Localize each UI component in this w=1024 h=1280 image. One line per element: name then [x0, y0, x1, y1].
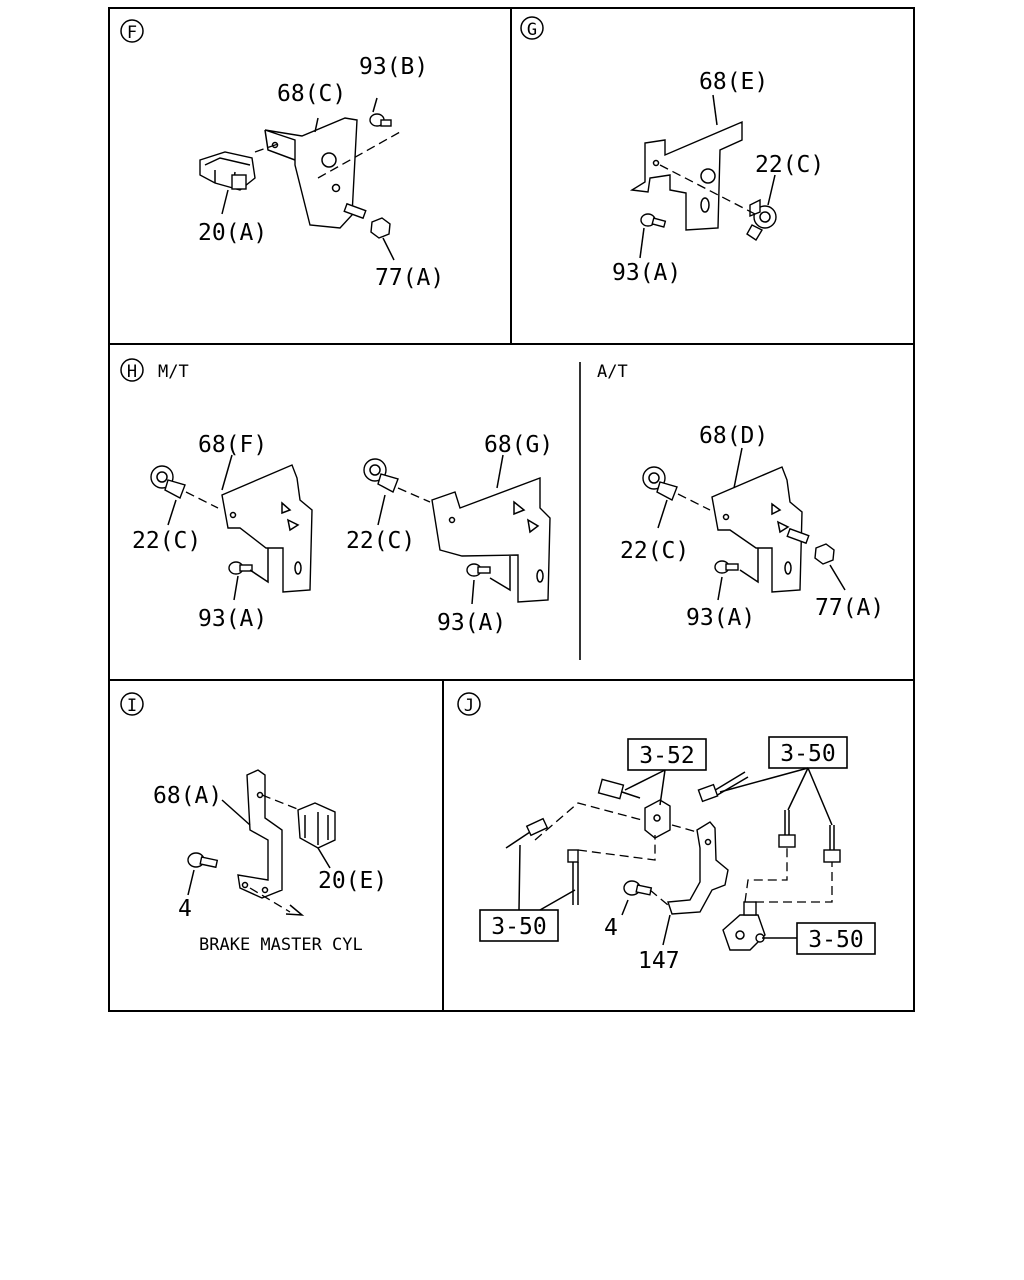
ref-box-top-left: 3-52	[639, 743, 694, 769]
bolt-93a-mt-right	[466, 563, 491, 577]
callout-bracket: 68(A)	[153, 783, 222, 809]
callout-bracket: 68(E)	[699, 69, 768, 95]
bolt-93b	[369, 113, 392, 127]
callout-bolt: 4	[604, 915, 618, 941]
bracket-68e	[629, 120, 743, 231]
panel-h-at-caption: A/T	[597, 362, 628, 382]
callout-bracket: 68(C)	[277, 81, 346, 107]
bracket-68d	[711, 466, 803, 593]
nut-77a-at	[786, 527, 835, 565]
proportioning-valve	[722, 901, 766, 951]
clamp-22c-mt-left	[150, 465, 186, 499]
panel-frames	[108, 7, 915, 1012]
panel-h-letter: H	[127, 362, 137, 382]
callout-bolt: 93(A)	[612, 260, 681, 286]
bolt-93a-at	[714, 560, 739, 574]
callout-bolt: 93(B)	[359, 54, 428, 80]
bracket-68c	[264, 117, 358, 229]
callout-clip: 20(A)	[198, 220, 267, 246]
ref-box-top-right: 3-50	[780, 741, 835, 767]
callout-bracket: 147	[638, 948, 680, 974]
callout-clip: 20(E)	[318, 868, 387, 894]
note-brake-master-cyl: BRAKE MASTER CYL	[199, 935, 363, 955]
callout-bracket: 68(F)	[198, 432, 267, 458]
panel-i-letter: I	[127, 696, 137, 716]
panel-f-letter: F	[127, 23, 137, 43]
bracket-68g	[431, 476, 551, 603]
callout-bolt: 93(A)	[437, 610, 506, 636]
clamp-22c	[746, 198, 777, 241]
connector-block	[644, 799, 671, 839]
bracket-147	[667, 821, 729, 915]
callout-clamp: 22(C)	[132, 528, 201, 554]
panel-j: J 3-52 3-50 3-50 3-50	[457, 692, 876, 974]
callout-bolt: 93(A)	[198, 606, 267, 632]
clamp-22c-mt-right	[363, 458, 399, 493]
callout-nut: 77(A)	[375, 265, 444, 291]
panel-j-letter: J	[464, 696, 474, 716]
nut-77a	[343, 202, 391, 239]
callout-clamp: 22(C)	[755, 152, 824, 178]
panel-g: G 68(E) 22(C) 93(A)	[520, 16, 824, 286]
callout-bolt: 93(A)	[686, 605, 755, 631]
ref-box-left: 3-50	[491, 914, 546, 940]
clip-20a	[199, 151, 256, 191]
ref-box-right: 3-50	[808, 927, 863, 953]
bracket-68f	[221, 464, 313, 593]
panel-f: F 68(C) 93(B)	[120, 19, 444, 291]
clip-20e	[297, 802, 336, 849]
bolt-93a-mt-left	[228, 561, 253, 575]
bolt-93a-g	[640, 213, 667, 228]
bolt-4-j	[623, 880, 653, 896]
clamp-22c-at	[642, 466, 678, 501]
bracket-68a	[237, 769, 283, 899]
callout-bracket: 68(D)	[699, 423, 768, 449]
callout-bolt: 4	[178, 896, 192, 922]
callout-clamp: 22(C)	[346, 528, 415, 554]
bolt-4-i	[187, 852, 219, 869]
panel-g-letter: G	[527, 20, 537, 40]
panel-h-mt-caption: M/T	[158, 362, 189, 382]
callout-nut: 77(A)	[815, 595, 884, 621]
brake-pipes	[505, 771, 841, 905]
callout-bracket: 68(G)	[484, 432, 553, 458]
panel-h: H M/T A/T 68(F) 22(C) 93(A)	[120, 358, 884, 636]
panel-i: I 68(A) 20(E) 4 BRAKE MASTER CYL	[120, 692, 387, 955]
callout-clamp: 22(C)	[620, 538, 689, 564]
